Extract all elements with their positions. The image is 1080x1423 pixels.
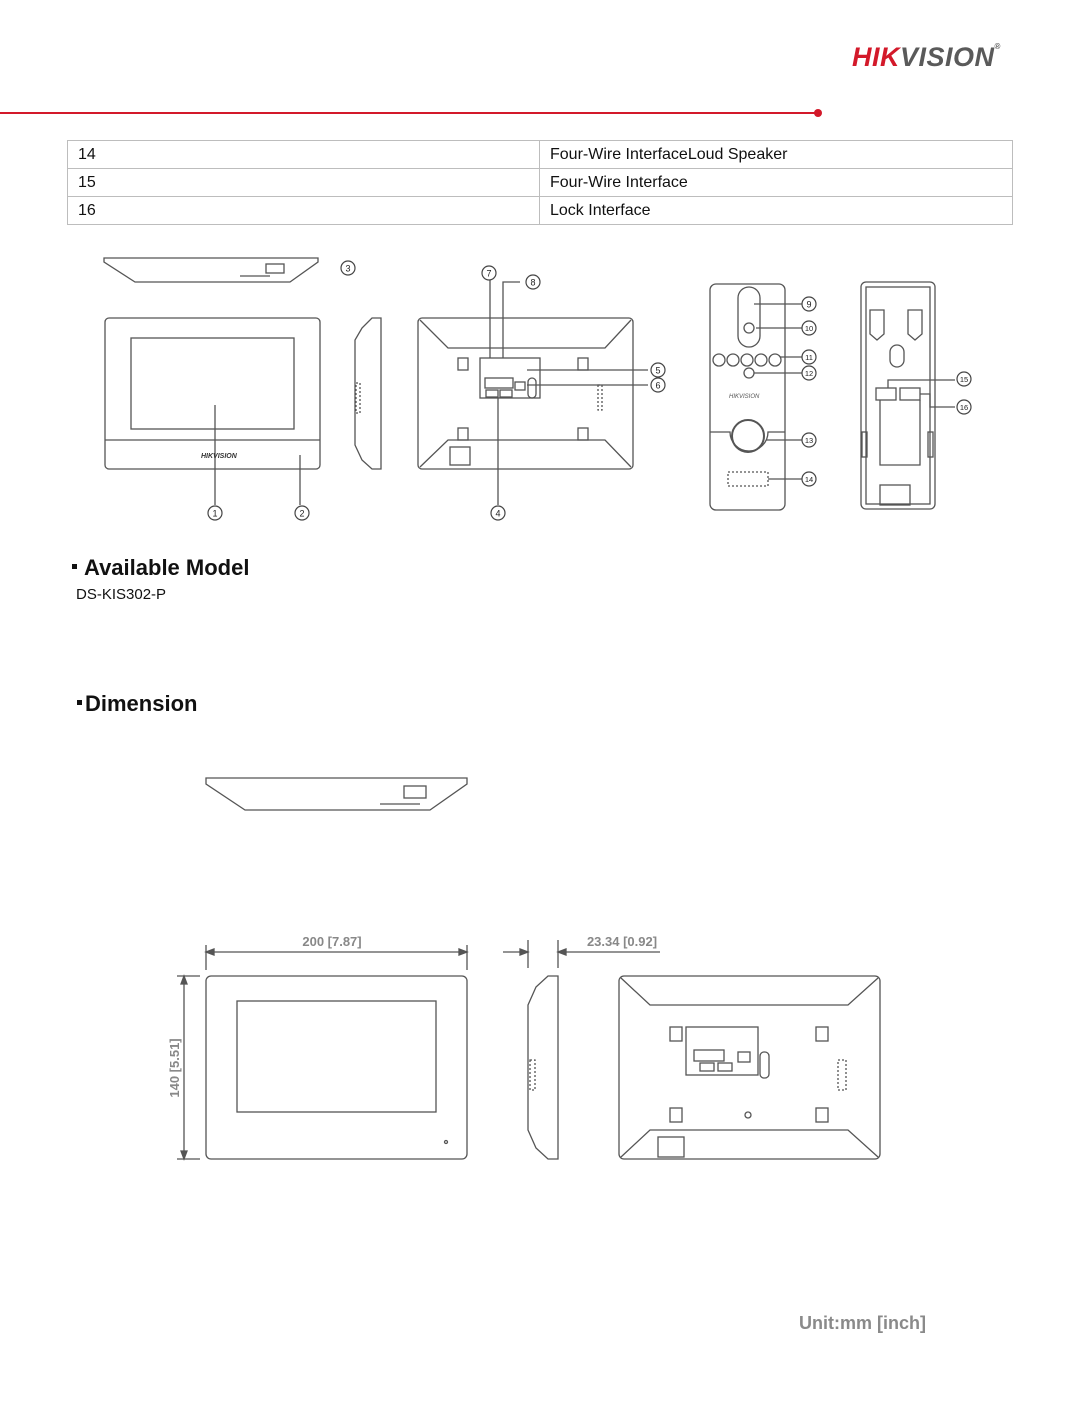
table-row: 15 Four-Wire Interface <box>67 168 1013 197</box>
callout-14: 14 <box>805 475 813 484</box>
unit-note: Unit:mm [inch] <box>799 1313 926 1333</box>
callout-15: 15 <box>960 375 968 384</box>
callout-5: 5 <box>655 366 660 376</box>
callout-13: 13 <box>805 436 813 445</box>
dimension-side-view <box>503 940 660 1160</box>
interface-table: 14 Four-Wire InterfaceLoud Speaker 15 Fo… <box>67 140 1013 225</box>
callout-7: 7 <box>486 269 491 279</box>
dimension-heading: Dimension <box>77 691 197 717</box>
callout-3: 3 <box>345 264 350 274</box>
monitor-front-view <box>104 317 321 505</box>
monitor-brand-mark: HIKVISION <box>201 453 238 460</box>
callout-1: 1 <box>212 509 217 519</box>
hikvision-logo: HIKVISION® <box>852 42 1001 72</box>
callout-10: 10 <box>805 324 813 333</box>
door-station-front-view <box>709 283 802 511</box>
callout-11: 11 <box>805 353 813 362</box>
door-station-back-view <box>860 281 955 510</box>
station-brand-mark: HIKVISION <box>729 394 760 400</box>
model-number: DS-KIS302-P <box>76 586 167 603</box>
monitor-back-view <box>417 280 648 505</box>
header-rule <box>0 112 815 114</box>
callout-8: 8 <box>530 278 535 288</box>
callout-12: 12 <box>805 369 813 378</box>
header-rule-dot <box>814 109 822 117</box>
available-model-heading: Available Model <box>72 555 249 581</box>
callout-6: 6 <box>655 381 660 391</box>
dimension-top-view <box>205 777 468 811</box>
height-dimension-label: 140 [5.51] <box>167 1038 182 1097</box>
monitor-top-view <box>103 257 319 283</box>
depth-dimension-label: 23.34 [0.92] <box>587 934 657 949</box>
callout-2: 2 <box>299 509 304 519</box>
table-row: 16 Lock Interface <box>67 196 1013 225</box>
dimension-front-view <box>177 945 469 1161</box>
callout-4: 4 <box>495 509 500 519</box>
callout-16: 16 <box>960 403 968 412</box>
monitor-side-view <box>354 317 382 470</box>
width-dimension-label: 200 [7.87] <box>302 934 361 949</box>
callout-9: 9 <box>806 300 811 310</box>
dimension-back-view <box>618 975 881 1160</box>
